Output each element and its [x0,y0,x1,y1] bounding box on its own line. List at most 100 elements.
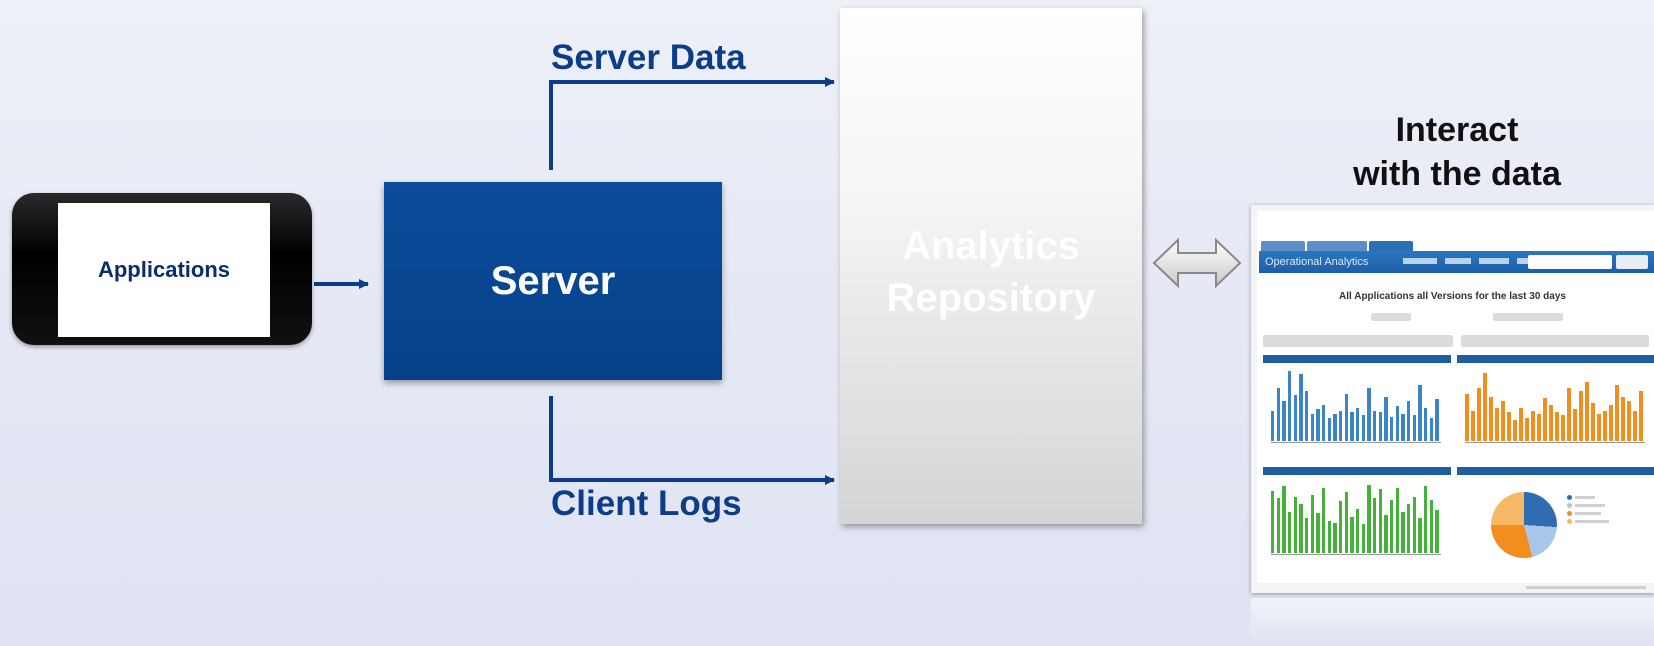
mini-chart-bar [1276,498,1281,553]
interact-line1: Interact [1395,111,1519,149]
mini-chart-bar [1293,395,1298,441]
dashboard-tab [1307,241,1367,251]
mini-chart-bar [1401,413,1405,441]
mini-chart-bar [1373,410,1377,441]
mini-chart-bar [1418,384,1422,441]
mini-chart-bar [1350,516,1354,553]
chart-axis [1271,554,1441,555]
mini-chart-bar [1525,418,1529,441]
mini-chart-bar [1378,489,1383,553]
mini-chart-bar [1401,511,1405,553]
repository-label-line1: Analytics [902,224,1080,268]
mini-chart-bar [1339,410,1343,441]
interact-caption: Interact with the data [1322,108,1592,196]
mini-chart-bar [1271,410,1275,441]
mini-chart-bar [1327,418,1332,441]
mini-chart-bar [1339,501,1343,553]
dashboard-tab [1261,241,1305,251]
mini-chart-bar [1333,413,1337,441]
mini-pie-chart [1491,492,1557,558]
mini-bar-chart-green [1271,477,1441,553]
mini-chart-bar [1465,393,1469,441]
chart-axis [1271,442,1441,443]
mini-chart-bar [1531,410,1535,441]
mini-chart-bar [1424,407,1428,441]
mini-chart-bar [1435,399,1439,441]
dashboard-search-button [1616,255,1648,269]
mini-chart-bar [1633,410,1637,441]
mini-chart-bar [1384,396,1388,441]
dashboard-heading: All Applications all Versions for the la… [1339,291,1566,302]
phone-device: Applications [12,193,312,345]
dashboard-navbar: Operational Analytics [1259,251,1654,273]
mini-chart-bar [1299,504,1303,553]
mini-chart-bar [1501,401,1505,441]
mini-chart-bar [1282,486,1286,553]
mini-chart-bar [1412,496,1417,553]
panel-header-active-users [1263,467,1451,475]
repository-label: Analytics Repository [840,220,1142,324]
mini-chart-bar [1429,418,1434,441]
mini-chart-bar [1603,410,1607,441]
dashboard-nav-item [1403,258,1437,264]
dashboard-app-select [1263,335,1453,347]
mini-chart-bar [1429,499,1434,553]
mini-chart-bar [1356,407,1360,441]
mini-chart-bar [1489,396,1493,441]
mini-chart-bar [1305,518,1309,553]
legend-text [1575,496,1595,499]
mini-chart-bar [1412,415,1417,441]
dashboard-nav-item [1479,258,1509,264]
mini-chart-bar [1519,407,1523,441]
mini-chart-bar [1276,387,1281,441]
mini-chart-bar [1483,372,1487,441]
mini-chart-bar [1333,522,1337,553]
mini-chart-bar [1305,390,1309,441]
dashboard-screenshot: Operational Analytics All Applications a… [1251,205,1654,593]
mini-chart-bar [1549,404,1553,441]
mini-chart-bar [1507,412,1511,441]
mini-chart-bar [1407,504,1411,553]
applications-label: Applications [97,257,230,282]
mini-chart-bar [1310,495,1315,553]
mini-chart-bar [1407,401,1411,441]
dashboard-nav-item [1445,258,1471,264]
mini-chart-bar [1471,410,1475,441]
panel-header-environment [1457,467,1654,475]
mini-chart-bar [1356,508,1360,553]
mini-chart-bar [1537,413,1541,441]
mini-chart-bar [1639,390,1643,441]
mini-chart-bar [1390,499,1394,553]
mini-chart-bar [1288,371,1292,441]
mini-chart-bar [1627,401,1631,441]
mini-chart-bar [1288,511,1292,553]
mini-chart-bar [1567,387,1571,441]
mini-chart-bar [1597,413,1601,441]
legend-dot [1567,519,1572,524]
dashboard-range-buttons [1493,313,1563,321]
dashboard-reflection [1251,598,1654,646]
repository-label-line2: Repository [886,276,1096,320]
mini-chart-bar [1350,412,1354,441]
server-label: Server [490,258,616,303]
mini-chart-bar [1561,415,1565,441]
dashboard-tab-active [1369,241,1413,251]
mini-chart-bar [1513,419,1517,441]
mini-chart-bar [1424,486,1428,553]
mini-chart-bar [1373,498,1377,553]
mini-chart-bar [1435,510,1439,553]
legend-text [1575,504,1605,507]
mini-bar-chart-orange [1465,365,1645,441]
mini-chart-bar [1327,521,1332,553]
legend-dot [1567,503,1572,508]
legend-text [1575,512,1601,515]
mini-chart-bar [1367,484,1371,553]
mini-chart-bar [1361,415,1366,441]
mini-chart-bar [1555,412,1559,441]
client-logs-label: Client Logs [551,484,742,523]
arrow-client-logs [549,396,835,485]
dashboard-date-control [1371,313,1411,321]
mini-bar-chart-blue [1271,365,1441,441]
mini-chart-bar [1384,515,1388,553]
server-data-label: Server Data [551,38,746,77]
